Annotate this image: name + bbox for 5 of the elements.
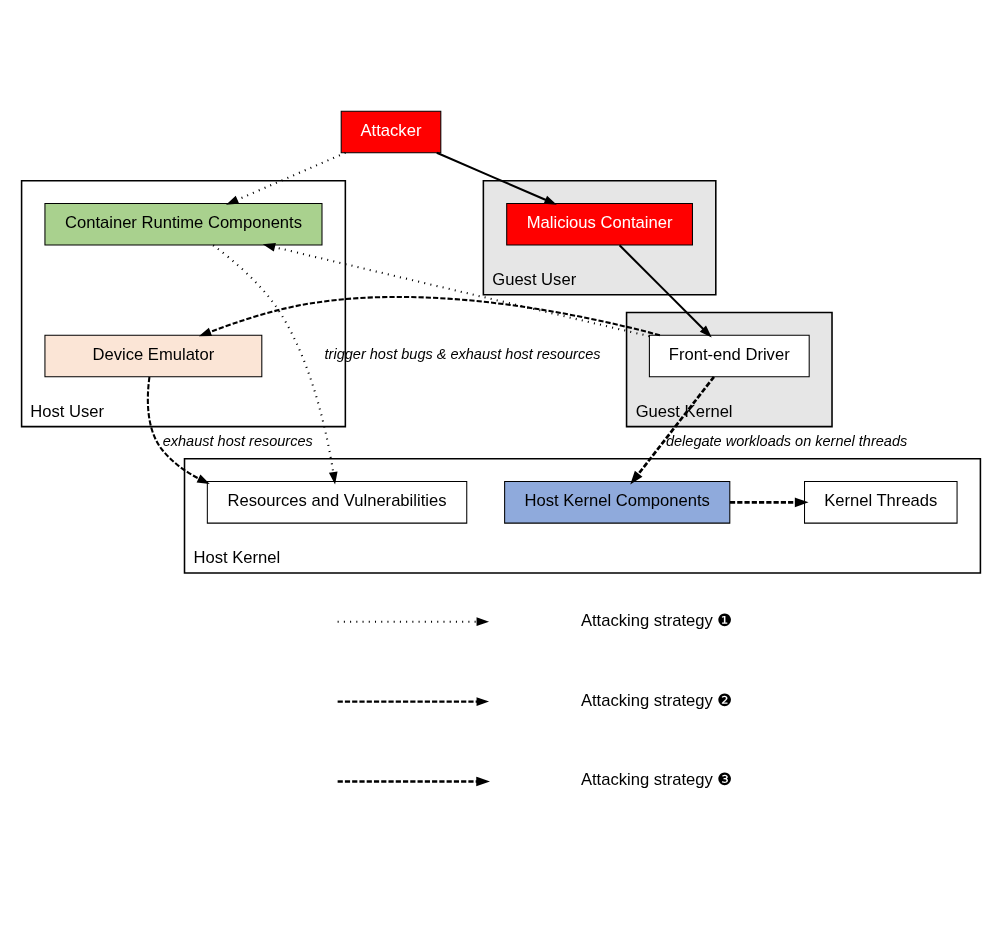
edge-label: exhaust host resources [162, 432, 313, 449]
edge-label: delegate workloads on kernel threads [665, 432, 907, 449]
legend-label: Attacking strategy ❶ [580, 610, 732, 630]
legend-label: Attacking strategy ❷ [580, 690, 732, 710]
legend-label: Attacking strategy ❸ [580, 770, 732, 790]
